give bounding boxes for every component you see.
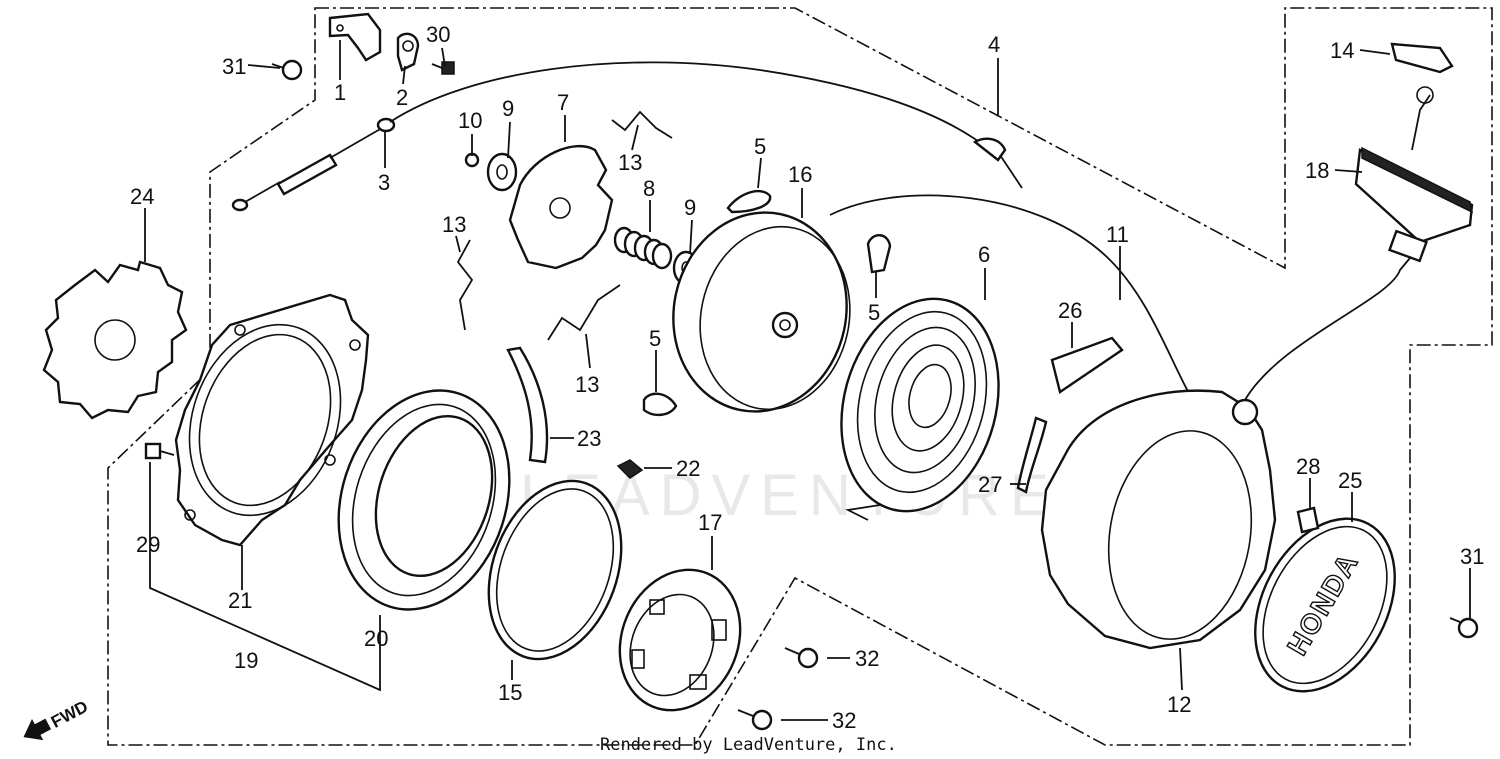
callout-26: 26 <box>1058 298 1082 323</box>
callout-15: 15 <box>498 680 522 705</box>
part-22-clip <box>616 459 644 479</box>
part-32-bolt-a <box>784 647 819 669</box>
part-28-clip <box>1296 506 1320 534</box>
part-23-strip <box>506 346 549 464</box>
callout-17: 17 <box>698 510 722 535</box>
callout-22: 22 <box>676 456 700 481</box>
callout-31-bottom: 31 <box>1460 544 1484 569</box>
callout-7: 7 <box>557 90 569 115</box>
part-5-pawl-b <box>866 234 892 274</box>
callout-5-b: 5 <box>868 300 880 325</box>
callouts: 1 2 30 31 3 4 10 9 7 13 8 9 5 16 5 13 5 … <box>130 22 1484 733</box>
callout-8: 8 <box>643 176 655 201</box>
callout-13-b: 13 <box>442 212 466 237</box>
part-16-pulley <box>672 194 1191 413</box>
part-27-strip <box>1016 416 1048 494</box>
callout-5-c: 5 <box>649 326 661 351</box>
part-8-spring <box>613 226 673 270</box>
forward-arrow-icon <box>23 718 52 741</box>
forward-direction-indicator: FWD <box>23 697 91 741</box>
callout-9-a: 9 <box>502 96 514 121</box>
part-5-pawl-c <box>642 392 678 417</box>
callout-6: 6 <box>978 242 990 267</box>
assembly-frame <box>107 7 1493 746</box>
part-13-spring-a <box>611 110 673 139</box>
part-15-band <box>487 479 623 661</box>
callout-19: 19 <box>234 648 258 673</box>
part-21-mounting-plate <box>174 293 370 547</box>
footer-credit: Rendered by LeadVenture, Inc. <box>600 735 897 755</box>
part-18-handle <box>1354 86 1474 263</box>
part-3-cable <box>231 61 1023 212</box>
callout-10: 10 <box>458 108 482 133</box>
callout-24: 24 <box>130 184 154 209</box>
callout-11: 11 <box>1106 222 1129 247</box>
callout-29: 29 <box>136 532 160 557</box>
callout-27: 27 <box>978 472 1002 497</box>
part-31-bolt-top <box>271 59 303 81</box>
part-9-washer-a <box>486 152 518 192</box>
callout-9-b: 9 <box>684 195 696 220</box>
callout-30: 30 <box>426 22 450 47</box>
part-25-emblem: HONDA <box>1254 517 1396 693</box>
callout-28: 28 <box>1296 454 1320 479</box>
callout-25: 25 <box>1338 468 1362 493</box>
callout-18: 18 <box>1305 158 1329 183</box>
callout-12: 12 <box>1167 692 1191 717</box>
callout-13-a: 13 <box>618 150 642 175</box>
part-7-friction-plate <box>508 145 614 270</box>
part-1-bracket <box>328 12 382 62</box>
callout-31-top: 31 <box>222 54 246 79</box>
part-24-ratchet-plate <box>42 260 188 420</box>
callout-13-c: 13 <box>575 372 599 397</box>
callout-1: 1 <box>334 80 346 105</box>
callout-32-a: 32 <box>855 646 879 671</box>
callout-14: 14 <box>1330 38 1354 63</box>
part-29-bolt <box>144 442 175 460</box>
part-30-screw <box>431 61 455 75</box>
callout-32-b: 32 <box>832 708 856 733</box>
callout-16: 16 <box>788 162 812 187</box>
part-17-drum <box>618 568 742 712</box>
part-32-bolt-b <box>737 709 773 731</box>
part-12-housing <box>1040 257 1411 650</box>
callout-21: 21 <box>228 588 252 613</box>
part-14-cap <box>1390 42 1454 74</box>
part-13-spring-c <box>547 284 621 341</box>
part-26-guide <box>1050 336 1124 394</box>
part-2-clamp <box>396 32 420 72</box>
part-31-bolt-bottom <box>1449 617 1479 639</box>
part-5-pawl-a <box>726 189 772 214</box>
part-20-ring <box>337 389 511 611</box>
group-bracket <box>149 462 381 692</box>
callout-23: 23 <box>577 426 601 451</box>
part-6-recoil-spring <box>840 297 1000 521</box>
callout-4: 4 <box>988 32 1000 57</box>
callout-20: 20 <box>364 626 388 651</box>
callout-2: 2 <box>396 85 408 110</box>
part-13-spring-b <box>456 239 474 331</box>
forward-label: FWD <box>48 697 91 732</box>
callout-5-a: 5 <box>754 134 766 159</box>
callout-3: 3 <box>378 170 390 195</box>
leader-lines <box>144 40 1471 721</box>
